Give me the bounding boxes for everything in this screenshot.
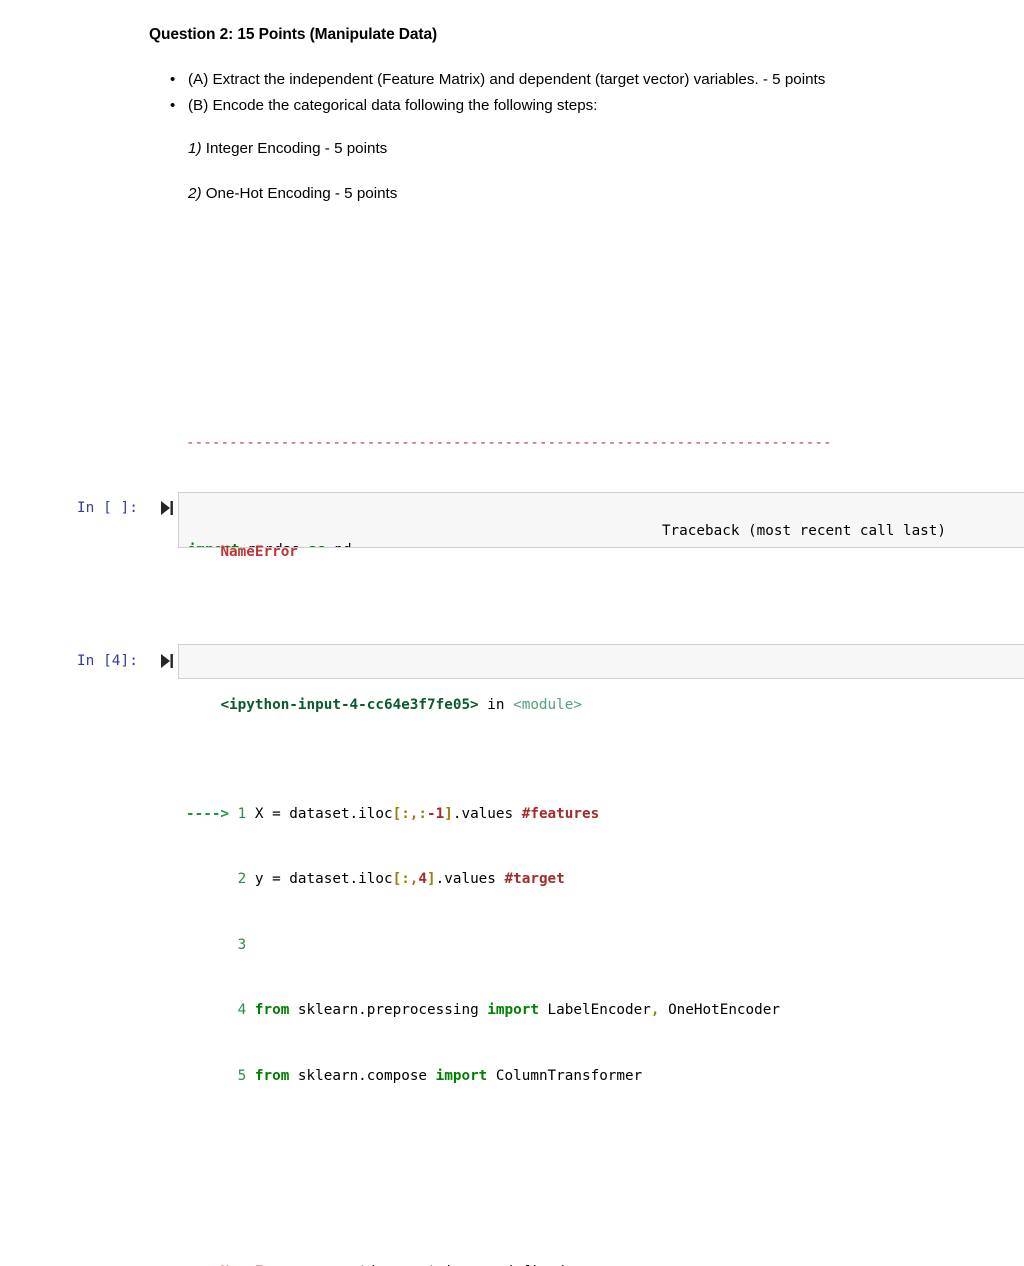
error-name: NameError (220, 1264, 297, 1266)
code-token: import (188, 542, 240, 547)
code-line: import pandas as pd (188, 540, 1016, 547)
error-type-label: NameError (220, 544, 298, 561)
code-token (246, 1002, 255, 1018)
code-token: 2 (237, 871, 247, 888)
traceback-code-line: 4 from sklearn.preprocessing import Labe… (186, 1000, 1024, 1022)
code-token: X = dataset.iloc (246, 805, 393, 822)
sub-step-1: 1) Integer Encoding - 5 points (188, 139, 387, 159)
code-token: 4 (418, 871, 428, 888)
sub-step-label: One-Hot Encoding - 5 points (201, 185, 398, 202)
code-token: #target (504, 871, 565, 888)
code-token (186, 1068, 238, 1084)
frame-file-label: <ipython-input-4-cc64e3f7fe05> (220, 696, 479, 713)
cell-prompt-1: In [ ]: (76, 500, 138, 516)
code-token: [:, (392, 871, 419, 888)
code-token: as (309, 542, 326, 547)
traceback-code-line: ----> 1 X = dataset.iloc[:,:-1].values #… (186, 804, 1024, 826)
code-token: 4 (237, 1002, 247, 1019)
sub-step-2: 2) One-Hot Encoding - 5 points (188, 184, 397, 204)
code-token (186, 937, 238, 953)
code-token: from (254, 1067, 290, 1084)
list-item: • (B) Encode the categorical data follow… (167, 93, 1007, 119)
bullet-icon: • (170, 97, 176, 114)
code-token: #features (521, 805, 600, 822)
code-token: 3 (237, 936, 247, 953)
code-editor-1[interactable]: import pandas as pd from sklearn.preproc… (178, 492, 1024, 548)
cell-output-traceback: ----------------------------------------… (186, 368, 1024, 1266)
page-title: Question 2: 15 Points (Manipulate Data) (149, 26, 438, 43)
code-token: 5 (237, 1067, 247, 1084)
code-token: 1 (237, 805, 247, 822)
code-token: OneHotEncoder (659, 1002, 780, 1019)
code-token: [:,: (392, 805, 428, 822)
code-token: .values (452, 805, 522, 822)
traceback-frame: <ipython-input-4-cc64e3f7fe05> in <modul… (186, 673, 1024, 738)
cell-prompt-2: In [4]: (76, 653, 138, 669)
code-token: LabelEncoder (538, 1002, 651, 1019)
code-token: ----> (186, 805, 238, 822)
traceback-header: NameError Traceback (most recent call la… (186, 521, 946, 608)
error-message-line: NameError: name 'dataset' is not defined (186, 1240, 1024, 1266)
sub-step-number: 2) (188, 185, 202, 202)
code-token (246, 1068, 255, 1084)
code-token: ColumnTransformer (487, 1067, 643, 1084)
code-token: -1 (427, 805, 445, 822)
bullet-icon: • (170, 71, 176, 88)
code-token: sklearn.preprocessing (289, 1002, 488, 1019)
frame-scope-label: <module> (513, 696, 582, 713)
code-token: from (254, 1002, 290, 1019)
code-token: import (435, 1067, 488, 1084)
traceback-code-line: 2 y = dataset.iloc[:,4].values #target (186, 869, 1024, 891)
code-token (186, 871, 238, 887)
run-cell-icon[interactable] (160, 653, 174, 669)
run-cell-icon[interactable] (160, 500, 174, 516)
requirements-list: • (A) Extract the independent (Feature M… (167, 67, 1007, 119)
list-item-label: (B) Encode the categorical data followin… (188, 97, 598, 114)
code-token: .values (435, 871, 505, 888)
traceback-divider: ----------------------------------------… (186, 435, 832, 452)
code-token: pd (326, 542, 351, 547)
traceback-code-line: 3 (186, 935, 1024, 957)
code-token: ] (427, 871, 436, 888)
code-token: ] (444, 805, 453, 822)
code-token: sklearn.compose (289, 1067, 436, 1084)
traceback-spacer (186, 1153, 1024, 1175)
code-token: , (650, 1002, 660, 1019)
code-token (186, 1002, 238, 1018)
frame-in-label: in (478, 696, 514, 713)
sub-step-number: 1) (188, 140, 202, 157)
list-item-label: (A) Extract the independent (Feature Mat… (188, 71, 826, 88)
code-token: y = dataset.iloc (246, 871, 393, 888)
code-token: pandas (240, 542, 309, 547)
traceback-caption: Traceback (most recent call last) (661, 522, 946, 539)
sub-step-label: Integer Encoding - 5 points (201, 140, 388, 157)
code-token: import (487, 1002, 539, 1019)
traceback-code-line: 5 from sklearn.compose import ColumnTran… (186, 1066, 1024, 1088)
list-item: • (A) Extract the independent (Feature M… (167, 67, 1007, 93)
error-message: : name 'dataset' is not defined (298, 1264, 565, 1266)
